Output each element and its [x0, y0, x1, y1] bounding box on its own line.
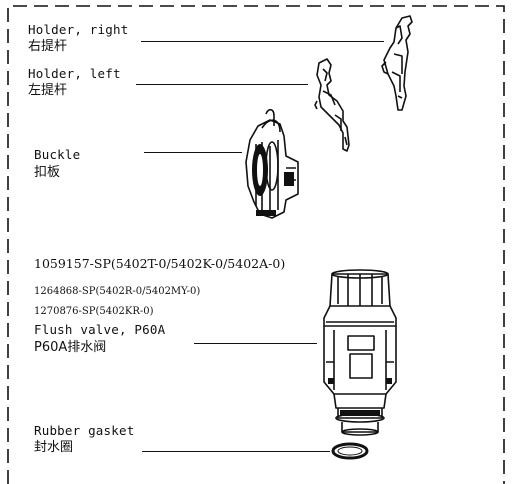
holder-left-label-zh: 左提杆 — [28, 83, 68, 98]
flush-valve-label-zh: P60A排水阀 — [34, 340, 107, 355]
flush-valve-code-alt2: 1270876-SP(5402KR-0) — [34, 306, 154, 317]
holder-left-part — [314, 58, 350, 152]
holder-left-leader-line — [136, 84, 308, 85]
rubber-gasket-leader-line — [142, 451, 330, 452]
flush-valve-part — [323, 269, 397, 436]
rubber-gasket-part — [331, 442, 369, 460]
rubber-gasket-label: Rubber gasket — [34, 423, 135, 438]
rubber-gasket-label-zh: 封水圈 — [34, 440, 74, 455]
buckle-part — [245, 108, 299, 219]
flush-valve-leader-line — [194, 343, 317, 344]
flush-valve-label: Flush valve, P60A — [34, 322, 166, 337]
flush-valve-code-alt1: 1264868-SP(5402R-0/5402MY-0) — [34, 286, 201, 297]
holder-left-label: Holder, left — [28, 66, 121, 81]
flush-valve-code-main: 1059157-SP(5402T-0/5402K-0/5402A-0) — [34, 256, 286, 271]
holder-right-leader-line — [141, 41, 384, 42]
buckle-label-zh: 扣板 — [34, 165, 61, 180]
buckle-label: Buckle — [34, 147, 81, 162]
holder-right-label: Holder, right — [28, 22, 129, 37]
holder-right-label-zh: 右提杆 — [28, 39, 68, 54]
buckle-leader-line — [144, 152, 242, 153]
holder-right-part — [381, 15, 413, 111]
